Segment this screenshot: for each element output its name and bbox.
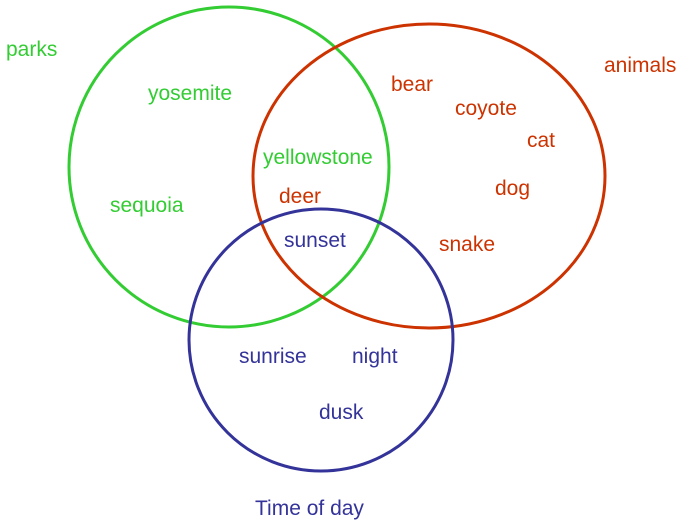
time-of-day-item: sunrise xyxy=(239,345,307,368)
animals-item: cat xyxy=(527,129,555,152)
parks-set-label: parks xyxy=(6,38,57,61)
parks-circle xyxy=(67,5,391,329)
animals-item: snake xyxy=(439,233,495,256)
parks-item: sequoia xyxy=(110,194,184,217)
animals-item: dog xyxy=(495,177,530,200)
parks-animals-item: deer xyxy=(279,185,321,208)
parks-item: yosemite xyxy=(148,82,232,105)
animals-set-label: animals xyxy=(604,54,676,77)
animals-item: bear xyxy=(391,73,433,96)
time-of-day-set-label: Time of day xyxy=(255,497,364,520)
animals-circle xyxy=(251,22,607,330)
parks-animals-item: yellowstone xyxy=(263,146,373,169)
time-of-day-item: dusk xyxy=(319,401,364,424)
animals-item: coyote xyxy=(455,97,517,120)
time-of-day-circle xyxy=(187,207,455,473)
time-of-day-item: night xyxy=(352,345,398,368)
all-three-item: sunset xyxy=(284,229,346,252)
